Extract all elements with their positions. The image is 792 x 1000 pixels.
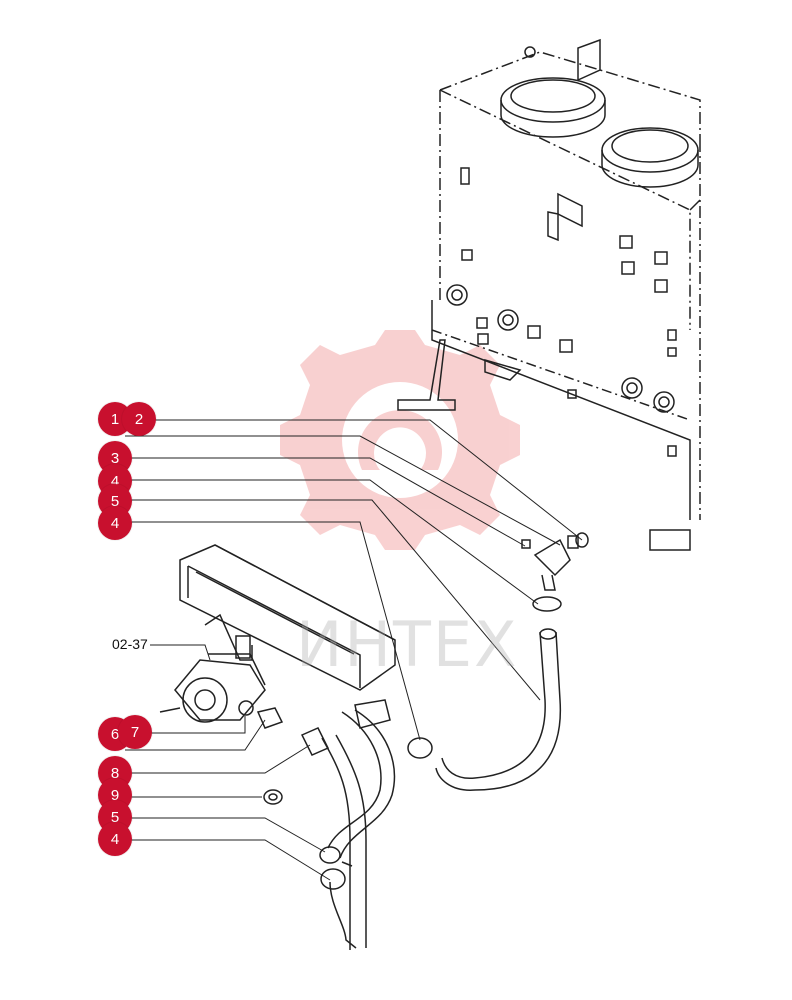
callout-2[interactable]: 2 [122, 402, 156, 436]
reference-label-02-37[interactable]: 02-37 [112, 636, 148, 652]
leader-lines [125, 419, 583, 881]
watermark-text: ИНТЕХ [296, 608, 519, 681]
tank-frame [397, 38, 701, 551]
filter-box [179, 544, 396, 729]
hoses [319, 628, 561, 950]
callout-4b[interactable]: 4 [98, 506, 132, 540]
callout-7[interactable]: 7 [118, 715, 152, 749]
pump-assembly [159, 653, 284, 729]
fittings [263, 532, 589, 867]
callout-4c[interactable]: 4 [98, 822, 132, 856]
watermark-gear-icon [280, 330, 520, 550]
